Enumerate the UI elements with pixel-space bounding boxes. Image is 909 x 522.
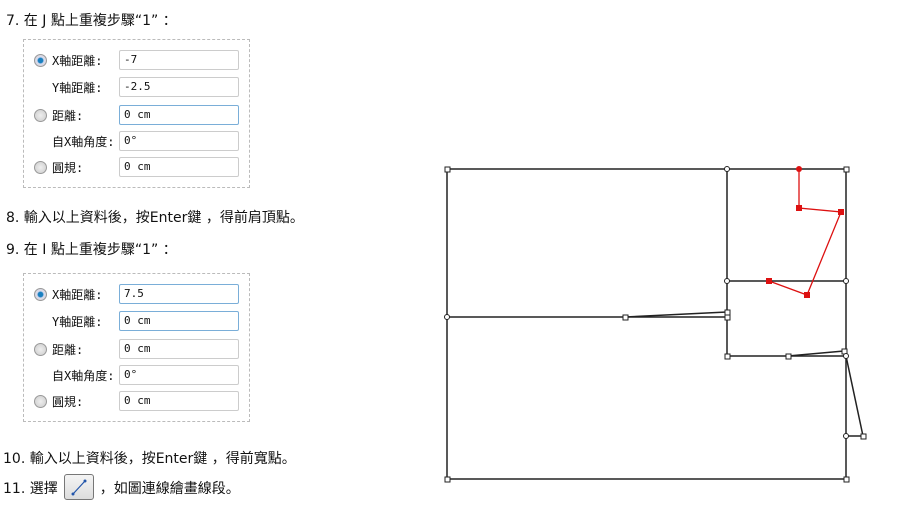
radio-compass[interactable] <box>34 161 47 174</box>
line-segment-icon <box>71 479 87 496</box>
red-points <box>766 166 844 298</box>
shoulder-line-red <box>768 169 842 296</box>
distance-input[interactable]: 0 cm <box>119 339 239 359</box>
step-8: 8. 輸入以上資料後，按Enter鍵 ，得前肩頂點。 <box>6 210 304 226</box>
label-angle: 自X軸角度: <box>52 369 115 383</box>
step-7: 7. 在 J 點上重複步驟“1” ： <box>6 13 177 29</box>
distance-input[interactable]: 0 cm <box>119 105 239 125</box>
radio-x-distance[interactable] <box>34 54 47 67</box>
radio-distance[interactable] <box>34 109 47 122</box>
radio-distance[interactable] <box>34 343 47 356</box>
y-distance-input[interactable]: -2.5 <box>119 77 239 97</box>
angle-input[interactable]: 0° <box>119 365 239 385</box>
label-distance: 距離: <box>52 343 84 357</box>
x-distance-input[interactable]: -7 <box>119 50 239 70</box>
label-compass: 圓規: <box>52 395 84 409</box>
label-distance: 距離: <box>52 109 84 123</box>
step-11-desc: ，如圖連線繪畫線段。 <box>99 481 240 497</box>
step-11-label: 11. 選擇 <box>3 481 58 497</box>
radio-x-distance[interactable] <box>34 288 47 301</box>
pattern-points <box>444 166 867 483</box>
step-11: 11. 選擇 ，如圖連線繪畫線段。 <box>3 474 240 502</box>
label-compass: 圓規: <box>52 161 84 175</box>
label-x-distance: X軸距離: <box>52 54 103 68</box>
label-x-distance: X軸距離: <box>52 288 103 302</box>
step-10: 10. 輸入以上資料後，按Enter鍵 ，得前寬點。 <box>3 451 296 467</box>
x-distance-input[interactable]: 7.5 <box>119 284 239 304</box>
compass-input[interactable]: 0 cm <box>119 391 239 411</box>
step-9: 9. 在 I 點上重複步驟“1” ： <box>6 242 177 258</box>
pattern-lines <box>446 168 864 480</box>
label-y-distance: Y軸距離: <box>52 315 103 329</box>
angle-input[interactable]: 0° <box>119 131 239 151</box>
compass-input[interactable]: 0 cm <box>119 157 239 177</box>
label-angle: 自X軸角度: <box>52 135 115 149</box>
point-input-panel-2: X軸距離: 7.5 Y軸距離: 0 cm 距離: 0 cm 自X軸角度: 0° 圓規: 0… <box>23 273 250 422</box>
line-tool-button[interactable] <box>63 474 94 500</box>
point-input-panel-1: X軸距離: -7 Y軸距離: -2.5 距離: 0 cm 自X軸角度: 0° 圓規: 0 … <box>23 39 250 188</box>
label-y-distance: Y軸距離: <box>52 81 103 95</box>
y-distance-input[interactable]: 0 cm <box>119 311 239 331</box>
radio-compass[interactable] <box>34 395 47 408</box>
